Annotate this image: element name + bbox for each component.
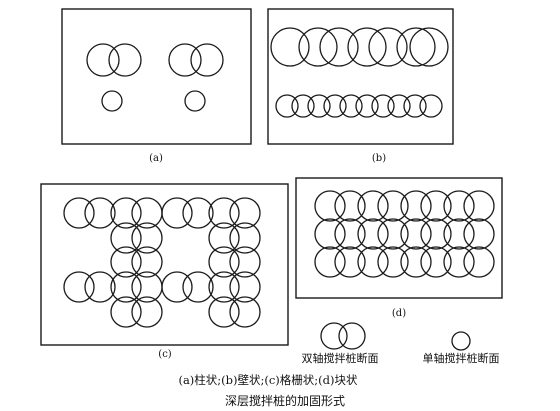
panel-c-frame	[40, 183, 289, 346]
double-pile	[86, 43, 142, 77]
block-row-1	[314, 190, 495, 222]
panel-c	[40, 183, 289, 346]
grid-left-column	[110, 222, 163, 328]
legend-double-axis-label: 双轴搅拌桩断面	[302, 351, 379, 365]
panel-c-label: (c)	[158, 349, 172, 360]
panel-a	[61, 8, 252, 145]
double-pile	[168, 43, 224, 77]
panel-d-label: (d)	[392, 308, 406, 319]
panel-b	[267, 8, 454, 145]
legend-single-axis-label: 单轴搅拌桩断面	[423, 351, 500, 365]
double-pile-wall-row	[270, 27, 449, 67]
grid-bottom-row	[63, 271, 261, 303]
legend-single-axis-symbol	[451, 331, 471, 351]
legend-double-axis-symbol	[320, 322, 366, 350]
caption-title: 深层搅拌桩的加固形式	[225, 393, 345, 408]
single-pile	[184, 90, 206, 112]
caption-types: (a)柱状;(b)壁状;(c)格栅状;(d)块状	[178, 373, 358, 387]
block-row-2	[314, 218, 495, 250]
panel-d-frame	[295, 177, 503, 299]
panel-d	[295, 177, 503, 299]
panel-a-frame	[61, 8, 252, 145]
panel-a-label: (a)	[149, 153, 163, 164]
block-row-3	[314, 246, 495, 278]
grid-top-row	[63, 197, 261, 229]
grid-right-column	[208, 222, 261, 328]
panel-b-frame	[267, 8, 454, 145]
single-pile-wall-row	[275, 94, 443, 118]
single-pile	[101, 90, 123, 112]
panel-b-label: (b)	[372, 153, 386, 164]
